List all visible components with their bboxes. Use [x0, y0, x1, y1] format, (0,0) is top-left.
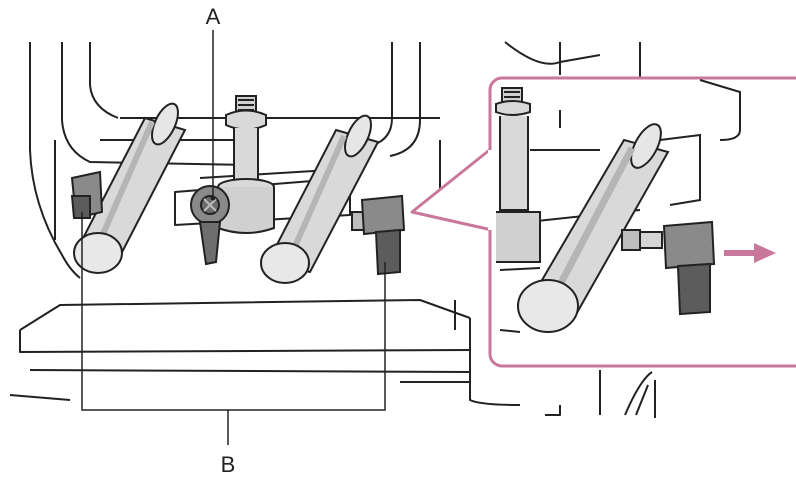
leader-line-b [81, 212, 386, 445]
callout-detail [495, 79, 741, 333]
arrow-right-icon [724, 243, 776, 263]
label-b: B [221, 452, 236, 477]
leader-dot-a [210, 195, 216, 201]
accessory-post [217, 95, 275, 234]
callout-pointer [410, 146, 494, 232]
clamp-lever-a [190, 185, 230, 266]
right-rod-clamp-knob [351, 194, 406, 276]
right-rod [260, 114, 380, 284]
label-a: A [206, 4, 221, 29]
left-rod [73, 102, 187, 274]
left-rod-clamp-knob [70, 170, 104, 220]
